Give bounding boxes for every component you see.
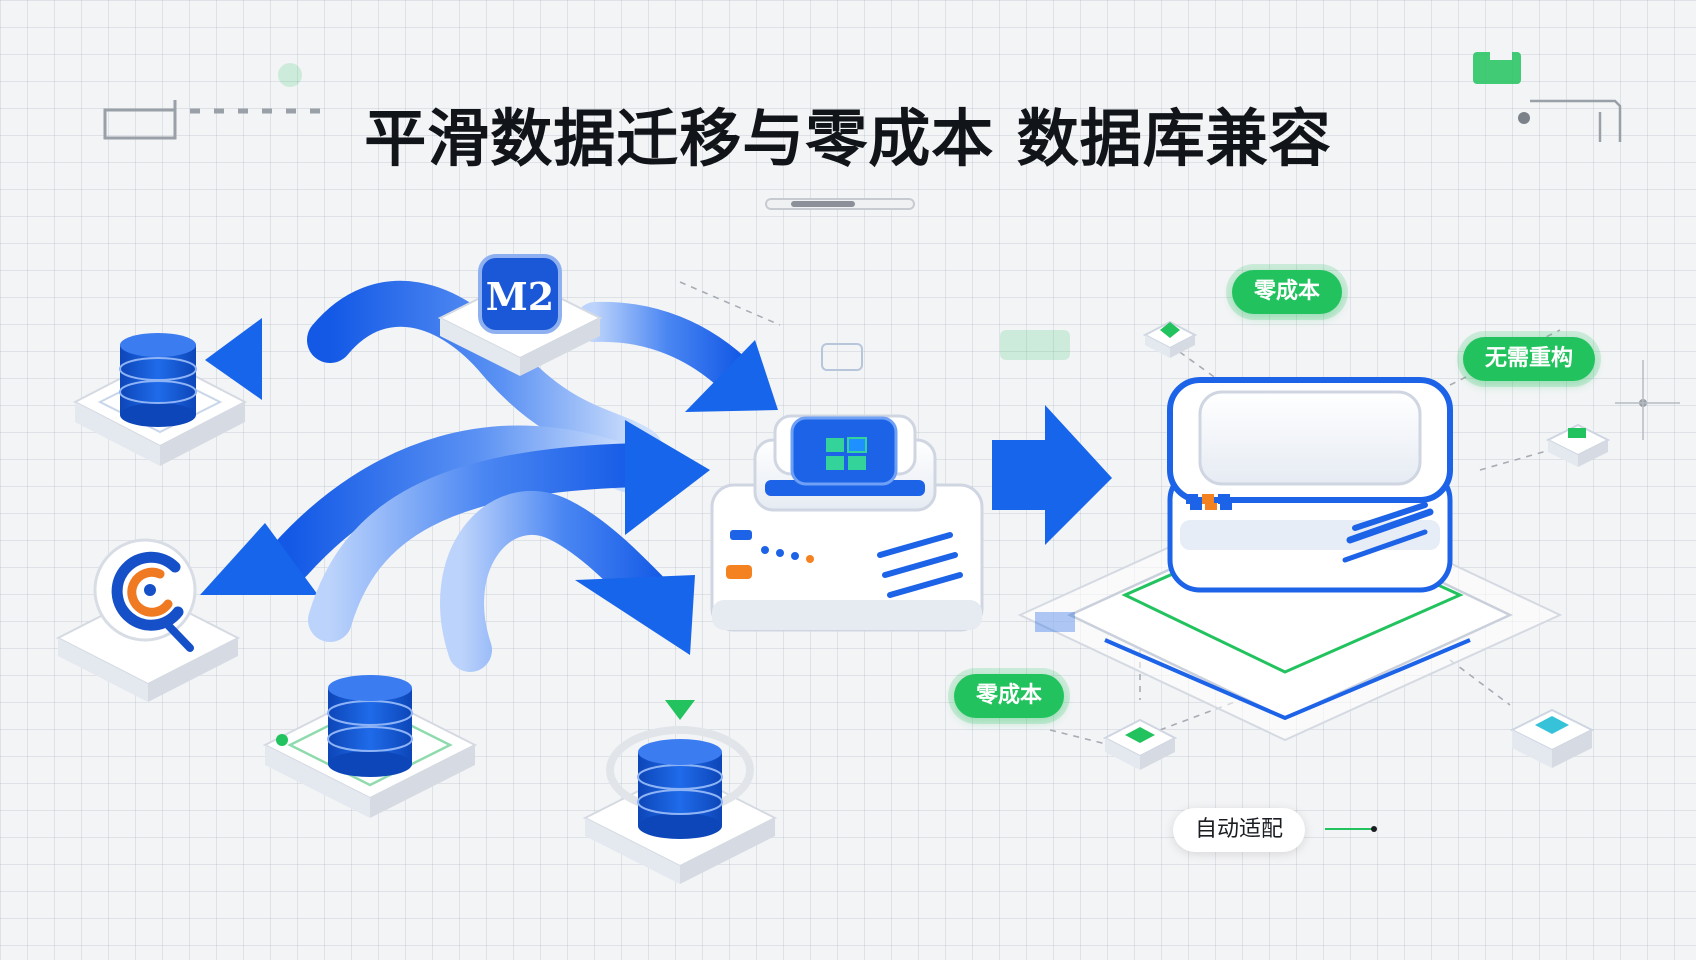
node-cube-right: [1545, 423, 1611, 467]
down-indicator-icon: [665, 700, 695, 720]
migration-engine-server: [710, 414, 984, 632]
arrow-ribbon-from-m2: [575, 301, 760, 400]
decor-frame-right: [1530, 99, 1622, 142]
target-server-lid: [1198, 390, 1422, 486]
page-title: 平滑数据迁移与零成本 数据库兼容: [364, 102, 1332, 175]
flow-arrows: [200, 280, 1112, 672]
tag-zero-cost-top: 零成本: [1232, 270, 1343, 314]
arrow-head-left-middle: [200, 523, 318, 595]
arrow-head-to-center-bottom: [575, 575, 695, 655]
carousel-indicator[interactable]: [765, 198, 915, 210]
arrow-ribbon-from-bottom: [440, 491, 687, 672]
node-cube-top: [1142, 320, 1198, 358]
arrow-head-left-top: [205, 318, 262, 400]
source-database-top-left: [72, 333, 248, 466]
small-node-cubes: [821, 320, 1611, 770]
carousel-indicator-thumb[interactable]: [791, 201, 855, 207]
m2-icon: [478, 254, 562, 334]
tag-auto-adapt: 自动适配: [1173, 808, 1306, 852]
arrow-ribbon-to-center: [308, 443, 662, 642]
swirl-logo-icon: [111, 551, 184, 631]
source-database-bottom-left: [262, 675, 478, 818]
tag-zero-cost-left: 零成本: [954, 674, 1065, 718]
source-database-bottom-center: [582, 700, 778, 884]
source-mongo-tile: M2: [437, 254, 603, 376]
arrow-to-target-server: [992, 405, 1112, 545]
node-cube-bottom-right: [1509, 708, 1595, 768]
target-database-server: [1017, 377, 1563, 742]
m2-icon-glyph: M2: [486, 274, 555, 319]
status-led-orange: [726, 565, 752, 579]
arrow-head-to-center-middle: [625, 420, 710, 535]
source-swirl-tile: [55, 538, 241, 702]
node-cube-bottom: [1102, 718, 1178, 770]
faded-code-chip: [1000, 330, 1070, 360]
tag-no-refactor: 无需重构: [1463, 337, 1596, 381]
arrow-head-to-center-top: [685, 340, 778, 412]
